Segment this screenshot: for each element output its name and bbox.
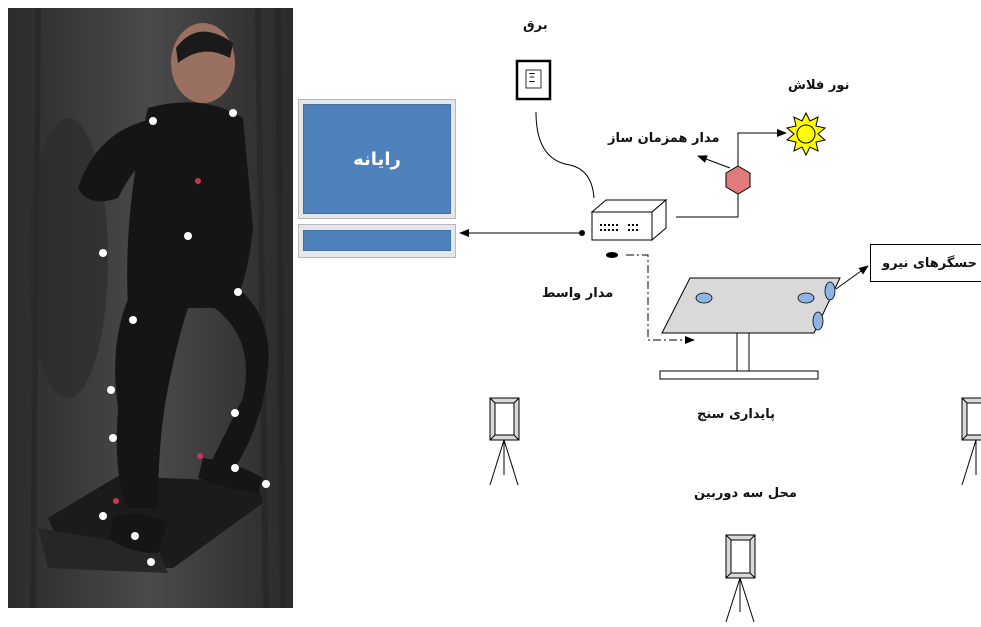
computer-monitor: رایانه: [298, 99, 456, 219]
power-cable: [535, 111, 595, 199]
subject-photo: [8, 8, 293, 608]
sync-device: [590, 198, 668, 242]
sync-circuit-label: مدار همزمان ساز: [608, 131, 720, 146]
interface-dot: [606, 252, 618, 258]
force-sensors-box: حسگرهای نیرو: [870, 244, 981, 282]
interface-circuit-label: مدار واسط: [542, 286, 614, 301]
force-sensors-label: حسگرهای نیرو: [882, 255, 977, 271]
power-switch-icon: Ξ: [528, 71, 536, 85]
balance-meter-label: پایداری سنج: [697, 407, 775, 422]
flash-sun-icon: [785, 111, 827, 157]
computer-label: رایانه: [353, 148, 401, 170]
computer-screen: رایانه: [303, 104, 451, 214]
camera-left-icon: [489, 397, 520, 486]
force-plate: [661, 277, 841, 334]
interface-link: [626, 254, 695, 344]
link-to-sync-circuit: [676, 190, 739, 218]
computer-base: [298, 224, 456, 258]
power-label: برق: [523, 18, 548, 33]
sync-hexagon: [725, 165, 751, 195]
power-switch-inner: [525, 69, 542, 89]
flash-light-label: نور فلاش: [788, 78, 850, 93]
three-cameras-label: محل سه دوربین: [694, 486, 797, 501]
camera-right-icon: [961, 397, 981, 486]
camera-bottom-icon: [725, 534, 756, 623]
sync-device-vents: [600, 224, 638, 231]
computer-base-panel: [303, 230, 451, 251]
